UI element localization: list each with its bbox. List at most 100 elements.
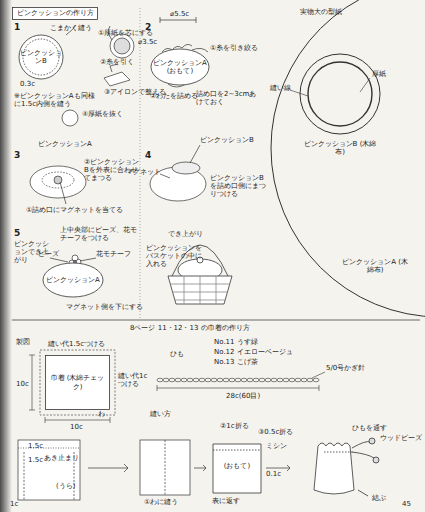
annotation-text: ③0.5c折る	[258, 428, 293, 436]
annotation-text: ②わたを詰める	[150, 92, 198, 100]
annotation-text: ⌀5.5c	[170, 10, 189, 18]
cord-chain	[241, 378, 247, 382]
annotation-text: ピンクッションBを詰め口側にまつりつける	[210, 174, 266, 198]
annotation-text: 4	[145, 150, 151, 160]
annotation-text: 花モチーフ	[96, 250, 131, 258]
finished-bag	[314, 438, 379, 496]
cord-chain	[157, 372, 325, 391]
annotation-text: こまかく縫う	[50, 24, 92, 32]
node-label: ピンクッションA (おもて)	[152, 59, 208, 75]
finished-bag	[373, 457, 379, 463]
cord-chain	[319, 385, 320, 391]
cord-chain	[301, 378, 307, 382]
step5-drawing	[50, 258, 68, 262]
basket-drawing	[184, 276, 216, 304]
cord-chain	[295, 378, 301, 382]
annotation-text: わ	[98, 410, 105, 418]
sewing-steps	[194, 465, 206, 471]
cord-chain	[205, 378, 211, 382]
step5-drawing	[80, 258, 96, 261]
cord-chain	[181, 378, 187, 382]
cord-chain	[283, 378, 289, 382]
finished-bag	[358, 490, 368, 496]
step3-drawing	[60, 182, 66, 204]
cord-chain	[265, 378, 271, 382]
node-label: 巾着 (木綿チェック)	[47, 374, 108, 390]
step5-drawing	[72, 255, 78, 261]
annotation-text: 縫い代1.5cつける	[48, 340, 105, 348]
step2-drawing	[196, 17, 197, 23]
cord-chain	[199, 378, 205, 382]
annotation-text: 10c	[70, 423, 83, 431]
annotation-text: ①詰め口にマグネットを当てる	[26, 206, 126, 214]
finished-bag	[314, 443, 354, 494]
shape-outline	[43, 263, 103, 297]
step1-drawing	[104, 72, 130, 86]
sewing-steps	[18, 448, 80, 449]
cord-chain	[253, 378, 259, 382]
annotation-text: 表に返す	[212, 497, 240, 505]
cord-chain	[157, 388, 319, 389]
sewing-steps	[88, 464, 128, 472]
annotation-text: 縫い代1cつける	[118, 372, 148, 388]
cord-chain	[247, 378, 253, 382]
cord-chain	[259, 378, 265, 382]
node-label: ピンクッションB	[20, 49, 62, 65]
step1-drawing	[114, 38, 130, 54]
step4-drawing	[190, 145, 200, 163]
annotation-text: あき止まり	[44, 454, 79, 462]
node-label: ピンクッションA (木綿布)	[340, 258, 410, 274]
annotation-text: ④厚紙を抜く	[82, 110, 123, 118]
step1-drawing	[62, 110, 78, 126]
cord-chain	[235, 378, 241, 382]
step1-drawing	[62, 25, 134, 126]
finished-bag	[352, 442, 370, 448]
shape-outline	[213, 444, 261, 493]
cord-chain	[223, 378, 229, 382]
shape-outline	[213, 450, 261, 451]
basket-drawing	[168, 276, 232, 304]
drafting-drawing	[40, 350, 115, 415]
step1-drawing	[110, 34, 134, 58]
annotation-text: 0.1c	[266, 470, 281, 478]
annotation-text: 結ぶ	[372, 494, 386, 502]
cord-chain	[307, 378, 313, 382]
annotation-text: 5	[14, 228, 20, 238]
drafting-drawing	[29, 355, 35, 356]
shape-outline	[151, 49, 209, 85]
annotation-text: (うら)	[56, 482, 75, 490]
drafting-drawing	[45, 420, 110, 421]
sewing-steps	[24, 452, 25, 500]
section-divider	[12, 320, 420, 321]
drafting-drawing	[29, 350, 115, 423]
cushion-ellipse: ピンクッションA	[42, 262, 104, 298]
shape-outline	[46, 356, 110, 410]
annotation-text: ウッドビーズ	[380, 434, 422, 442]
annotation-text: ひも	[170, 350, 184, 358]
annotation-text: 縫い方	[150, 410, 171, 418]
cord-chain	[271, 378, 277, 382]
cord-chain	[217, 378, 223, 382]
annotation-text: 2	[145, 22, 151, 32]
annotation-text: ②1c折る	[220, 422, 249, 430]
finished-bag	[324, 452, 354, 453]
pattern-circle: ピンクッションA (木綿布)ピンクッションB (木綿布)	[270, 0, 425, 318]
annotation-text: マグネット側を下にする	[66, 303, 143, 311]
node-outline	[298, 52, 382, 152]
annotation-text: ⌀3.5c	[138, 38, 157, 46]
annotation-text: ①わに縫う	[144, 498, 178, 506]
annotation-text: ②糸を引く	[100, 58, 134, 66]
sewing-steps	[140, 440, 190, 495]
sewing-steps	[18, 440, 80, 500]
cord-chain	[157, 385, 158, 391]
finished-bag	[352, 452, 374, 458]
cord-chain	[229, 378, 235, 382]
annotation-text: 製図	[16, 338, 30, 346]
annotation-text: 実物大の型紙	[300, 8, 342, 16]
step4-drawing	[160, 174, 170, 178]
shape-outline	[13, 8, 98, 20]
drafting-drawing	[110, 417, 111, 423]
annotation-text: No.12 イエローベージュ	[214, 348, 293, 356]
annotation-text: ①糸を引き絞る	[210, 44, 258, 52]
pattern-leaders	[290, 90, 308, 96]
